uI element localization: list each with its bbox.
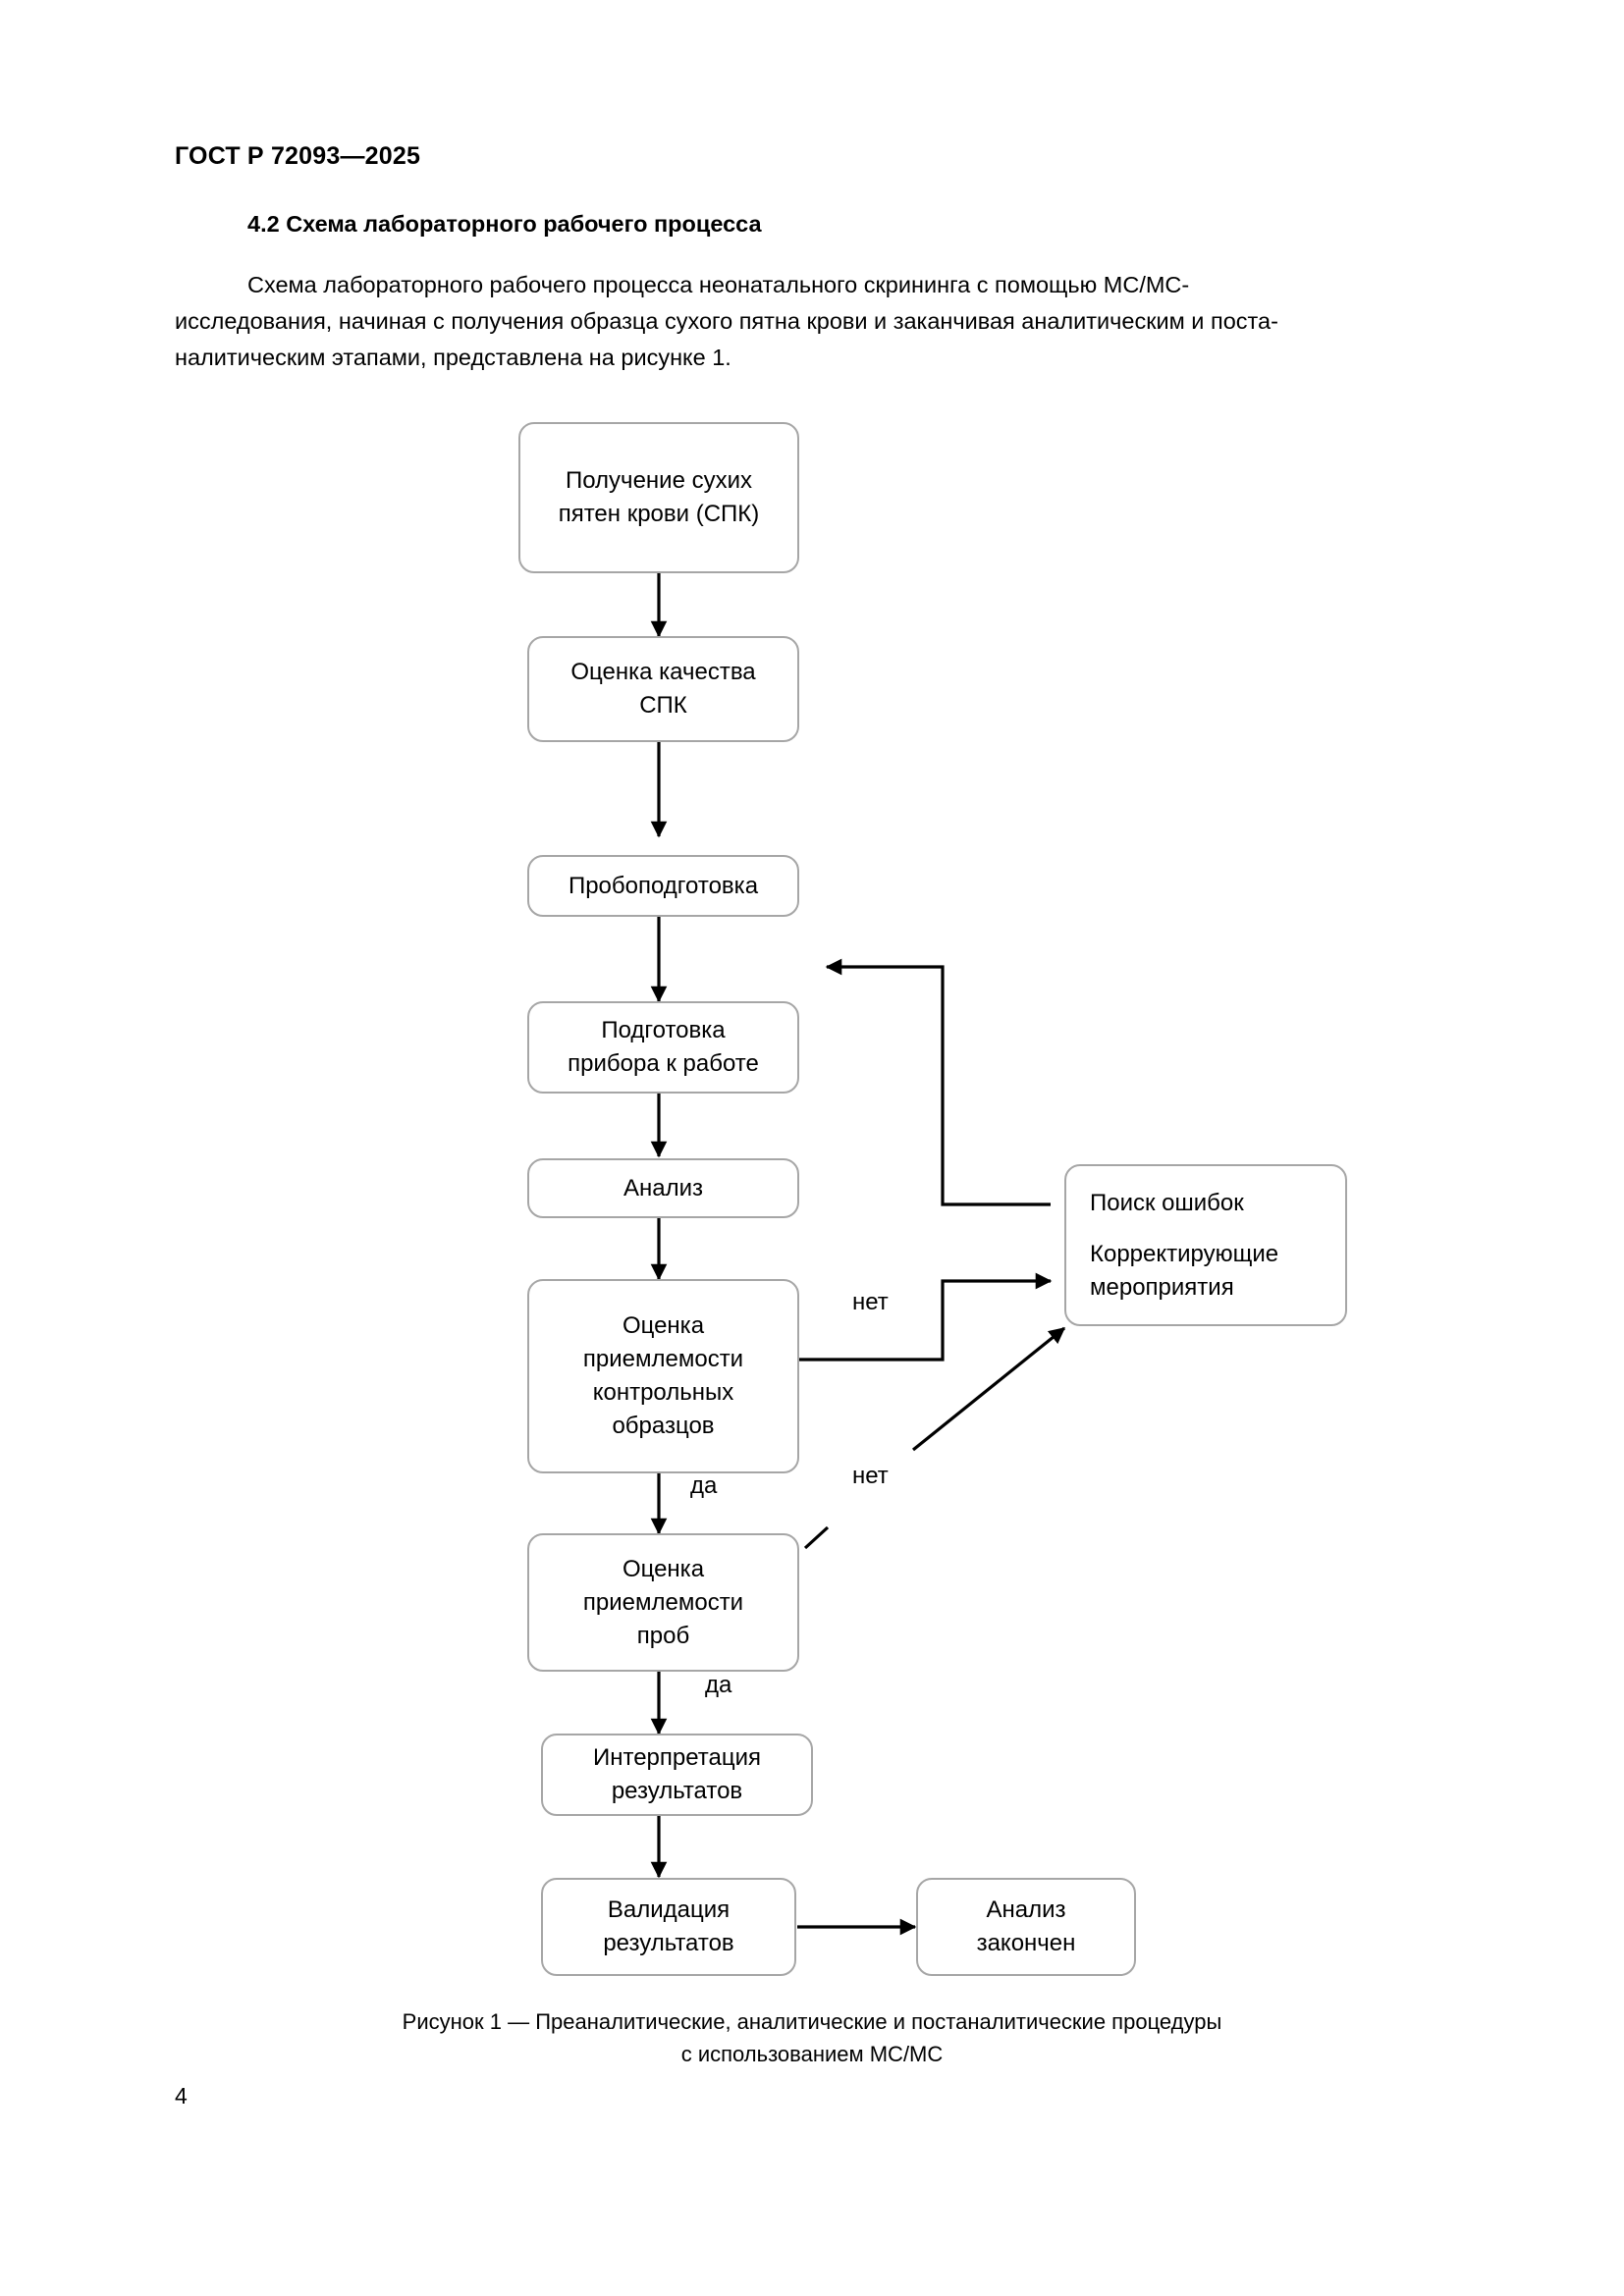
node-text-line-2: прибора к работе: [568, 1050, 759, 1077]
flow-node-error-search[interactable]: Поиск ошибок Корректирующие мероприятия: [1064, 1164, 1347, 1326]
running-head-standard-number: ГОСТ Р 72093—2025: [175, 142, 421, 170]
node-text-line-2: приемлемости: [582, 1588, 744, 1616]
node-text-line-1: Поиск ошибок: [1090, 1189, 1244, 1216]
paragraph-line-2: исследования, начиная с получения образц…: [175, 308, 1278, 334]
node-text-line-1: Оценка: [622, 1555, 705, 1582]
node-text-line-2: приемлемости: [582, 1346, 744, 1372]
node-text-line-2: СПК: [639, 692, 687, 719]
page-number: 4: [175, 2083, 188, 2109]
flow-node-sample-preparation[interactable]: Пробоподготовка: [527, 855, 799, 917]
node-text-line-2: результатов: [603, 1930, 734, 1956]
flow-node-analysis[interactable]: Анализ: [527, 1158, 799, 1218]
node-text-line-2: пятен крови (СПК): [558, 501, 760, 527]
edge-label-sample-no: нет: [852, 1463, 889, 1489]
figure-caption-line-1: Рисунок 1 — Преаналитические, аналитичес…: [402, 2009, 1222, 2034]
node-text-line-1: Валидация: [607, 1896, 731, 1923]
node-text-line-2: закончен: [976, 1930, 1076, 1956]
figure-caption-line-2: с использованием МС/МС: [680, 2042, 944, 2066]
node-text-line-2: Корректирующие: [1090, 1240, 1279, 1267]
node-text-line-2: результатов: [611, 1778, 743, 1804]
flow-node-instrument-setup[interactable]: Подготовка прибора к работе: [527, 1001, 799, 1094]
node-text-line-3: проб: [636, 1622, 690, 1649]
paragraph-line-3: налитическим этапами, представлена на ри…: [175, 345, 731, 370]
flow-node-analysis-complete[interactable]: Анализ закончен: [916, 1878, 1136, 1976]
figure-caption: Рисунок 1 — Преаналитические, аналитичес…: [223, 2005, 1401, 2070]
node-text-line-1: Пробоподготовка: [568, 872, 759, 899]
paragraph-line-1: Схема лабораторного рабочего процесса не…: [247, 272, 1190, 297]
node-text-line-3: мероприятия: [1090, 1273, 1234, 1301]
flow-node-dried-blood-spots[interactable]: Получение сухих пятен крови (СПК): [518, 422, 799, 573]
body-paragraph: Схема лабораторного рабочего процесса не…: [175, 267, 1441, 376]
edge-label-control-no: нет: [852, 1289, 889, 1315]
node-text-line-1: Получение сухих: [565, 467, 752, 494]
node-text-line-1: Интерпретация: [592, 1744, 762, 1771]
node-text-line-1: Анализ: [986, 1896, 1066, 1923]
connector-sample-no-stub: [803, 1525, 830, 1550]
node-text-line-1: Оценка: [622, 1312, 705, 1339]
node-text-line-1: Оценка качества: [570, 659, 756, 685]
connector-sample-no-to-errors: [911, 1326, 1066, 1452]
flow-node-result-validation[interactable]: Валидация результатов: [541, 1878, 796, 1976]
flow-node-sample-acceptance[interactable]: Оценка приемлемости проб: [527, 1533, 799, 1672]
section-heading: 4.2 Схема лабораторного рабочего процесс…: [247, 211, 762, 237]
edge-label-control-yes: да: [690, 1472, 718, 1499]
node-text-line-1: Анализ: [623, 1174, 704, 1201]
node-text-line-1: Подготовка: [601, 1017, 726, 1043]
edge-label-sample-yes: да: [705, 1672, 732, 1698]
connector-errors-feedback-to-setup: [825, 958, 1051, 1206]
node-text-line-3: контрольных: [592, 1379, 734, 1406]
connector-control-no-to-errors: [797, 1272, 1053, 1362]
node-text-line-4: образцов: [612, 1413, 715, 1439]
flow-node-result-interpretation[interactable]: Интерпретация результатов: [541, 1734, 813, 1816]
flow-node-control-acceptance[interactable]: Оценка приемлемости контрольных образцов: [527, 1279, 799, 1473]
flow-node-quality-assessment[interactable]: Оценка качества СПК: [527, 636, 799, 742]
